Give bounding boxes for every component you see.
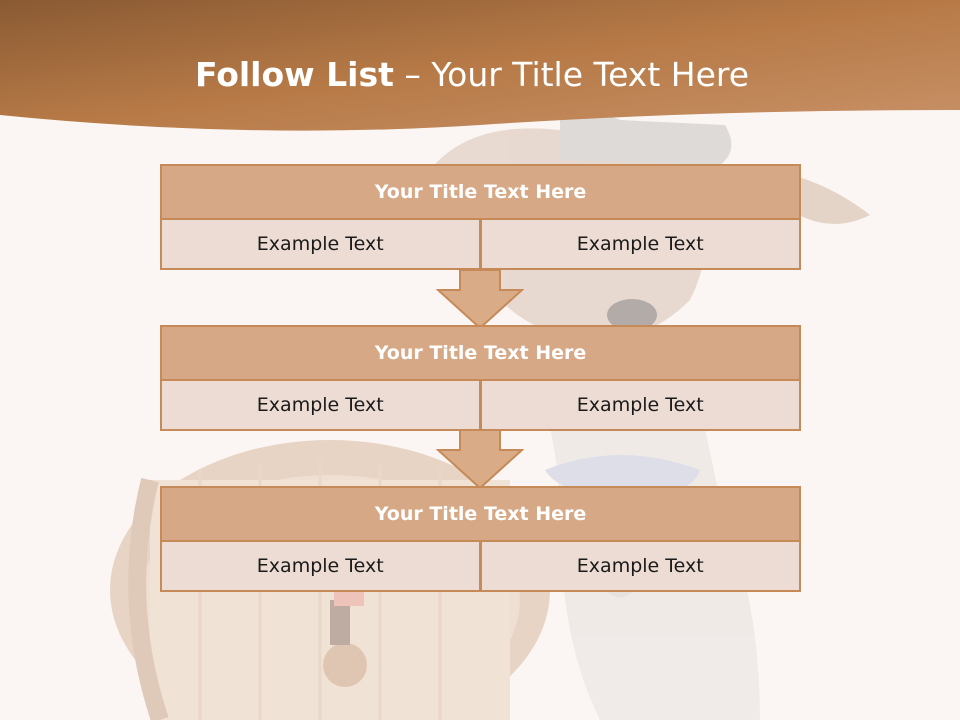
down-arrow-2 xyxy=(436,430,524,490)
step-text-right: Example Text xyxy=(480,542,801,592)
header-band xyxy=(0,0,960,131)
step-text-left: Example Text xyxy=(160,381,481,431)
step-text-left: Example Text xyxy=(160,220,481,270)
step-title: Your Title Text Here xyxy=(160,486,801,542)
down-arrow-1 xyxy=(436,270,524,330)
step-block-1: Your Title Text Here Example Text Exampl… xyxy=(160,164,801,270)
step-title: Your Title Text Here xyxy=(160,164,801,220)
step-text-left: Example Text xyxy=(160,542,481,592)
step-row: Example Text Example Text xyxy=(160,220,801,270)
slide-title-rest: – Your Title Text Here xyxy=(393,55,750,94)
step-text-right: Example Text xyxy=(480,381,801,431)
slide-title-bold: Follow List xyxy=(194,55,394,94)
step-row: Example Text Example Text xyxy=(160,542,801,592)
step-text-right: Example Text xyxy=(480,220,801,270)
step-block-2: Your Title Text Here Example Text Exampl… xyxy=(160,325,801,431)
step-block-3: Your Title Text Here Example Text Exampl… xyxy=(160,486,801,592)
slide-title: Follow List – Your Title Text Here xyxy=(0,52,944,98)
step-row: Example Text Example Text xyxy=(160,381,801,431)
step-title: Your Title Text Here xyxy=(160,325,801,381)
